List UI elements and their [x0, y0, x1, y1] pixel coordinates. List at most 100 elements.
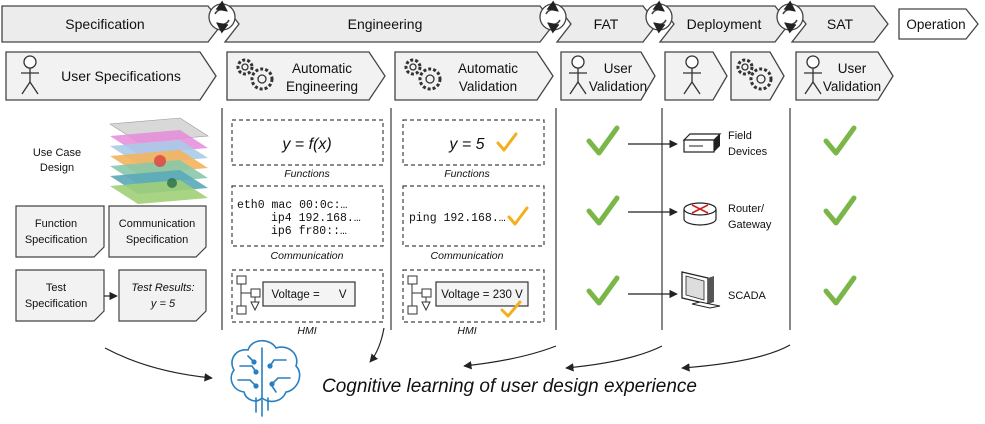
phase-operation-label: Operation — [906, 17, 965, 32]
test-specification-doc: Test Specification — [15, 269, 105, 322]
communication-specification-doc: Communication Specification — [108, 205, 207, 258]
checkmark-icon — [496, 132, 518, 152]
actor-automatic-validation-label-1: Automatic — [458, 61, 518, 76]
column-separators — [221, 108, 791, 330]
phase-deployment: Deployment — [658, 5, 790, 43]
val-functions-box — [402, 119, 545, 166]
field-devices-label-2: Devices — [728, 146, 768, 158]
phase-specification: Specification — [1, 5, 223, 43]
actor-automatic-validation: Automatic Validation — [394, 51, 554, 101]
validation-column: y = 5 Functions ping 192.168.… Communica… — [402, 119, 545, 337]
actor-icon — [21, 55, 39, 95]
val-communication-caption: Communication — [431, 250, 504, 262]
val-hmi-voltage-text: Voltage = 230 V — [441, 289, 523, 301]
communication-box — [231, 185, 384, 247]
gears-icon — [736, 58, 773, 91]
brain-icon — [230, 339, 301, 417]
hierarchy-icon — [236, 275, 261, 315]
test-spec-label-2: Specification — [25, 298, 87, 310]
actor-deployment-automatic — [730, 51, 785, 101]
cycle-icon — [539, 0, 567, 34]
phase-specification-label: Specification — [65, 16, 144, 32]
test-results-label-1: Test Results: — [131, 282, 194, 294]
actor-automatic-validation-label-2: Validation — [459, 79, 517, 94]
fat-column — [586, 125, 620, 306]
function-spec-label-1: Function — [35, 218, 77, 230]
val-hmi-voltage-field — [435, 281, 529, 307]
sat-column — [823, 125, 857, 306]
phase-bar: Specification Engineering FAT Deployment… — [1, 0, 979, 43]
comm-line-1: eth0 mac 00:0c:… — [237, 199, 348, 212]
actor-user-specifications: User Specifications — [5, 51, 217, 101]
monitor-icon — [681, 271, 721, 309]
feedback-arrows — [104, 327, 791, 382]
checkmark-icon — [586, 195, 620, 226]
cycle-icon — [208, 0, 236, 34]
functions-caption: Functions — [284, 168, 330, 180]
comm-line-3: ip6 fr80::… — [271, 225, 347, 238]
phase-deployment-label: Deployment — [687, 16, 762, 32]
deployment-arrows — [628, 139, 678, 299]
engineering-column: y = f(x) Functions eth0 mac 00:0c:… ip4 … — [231, 119, 384, 337]
phase-sat: SAT — [790, 5, 889, 43]
use-case-design-image — [109, 117, 209, 204]
val-hmi-caption: HMI — [457, 325, 476, 337]
checkmark-icon — [586, 275, 620, 306]
val-function-expression: y = 5 — [448, 136, 484, 153]
function-expression: y = f(x) — [281, 136, 331, 153]
router-icon — [683, 202, 717, 226]
cycle-icon — [645, 0, 673, 34]
actor-fat-user-validation: User Validation — [560, 51, 656, 101]
phase-fat-label: FAT — [594, 16, 619, 32]
checkmark-icon — [500, 300, 522, 318]
test-results-doc: Test Results: y = 5 — [118, 269, 207, 322]
function-specification-doc: Function Specification — [15, 205, 105, 258]
field-devices-label-1: Field — [728, 130, 752, 142]
actor-sat-user-validation-label-1: User — [838, 61, 867, 76]
val-functions-caption: Functions — [444, 168, 490, 180]
checkmark-icon — [586, 125, 620, 156]
hmi-voltage-field — [262, 281, 356, 307]
test-spec-label-1: Test — [46, 282, 66, 294]
val-comm-line: ping 192.168.… — [409, 212, 506, 225]
checkmark-icon — [507, 206, 529, 226]
hmi-caption: HMI — [297, 325, 316, 337]
actor-deployment-user — [664, 51, 728, 101]
actor-user-specifications-label: User Specifications — [61, 68, 181, 84]
actor-icon — [804, 55, 822, 95]
comm-line-2: ip4 192.168.… — [271, 212, 361, 225]
actor-fat-user-validation-label-1: User — [604, 61, 633, 76]
spec-column: Use Case Design Function Specification C… — [15, 117, 209, 322]
functions-box — [231, 119, 384, 166]
phase-fat: FAT — [555, 5, 658, 43]
checkmark-icon — [823, 195, 857, 226]
use-case-label-1: Use Case — [33, 147, 81, 159]
phase-operation: Operation — [898, 8, 979, 40]
actor-fat-user-validation-label-2: Validation — [589, 79, 647, 94]
deployment-column: Field Devices Router/ Gateway SCADA — [681, 130, 772, 309]
actor-automatic-engineering: Automatic Engineering — [226, 51, 386, 101]
actor-sat-user-validation-label-2: Validation — [823, 79, 881, 94]
function-spec-label-2: Specification — [25, 234, 87, 246]
actor-automatic-engineering-label-1: Automatic — [292, 61, 352, 76]
communication-caption: Communication — [271, 250, 344, 262]
cognitive-learning-text: Cognitive learning of user design experi… — [322, 376, 697, 397]
comm-spec-label-1: Communication — [119, 218, 195, 230]
router-label-1: Router/ — [728, 203, 765, 215]
phase-sat-label: SAT — [827, 16, 854, 32]
hierarchy-icon — [407, 275, 432, 315]
actor-automatic-engineering-label-2: Engineering — [286, 79, 358, 94]
gears-icon — [404, 58, 442, 91]
checkmark-icon — [823, 125, 857, 156]
server-icon — [682, 133, 722, 153]
scada-label: SCADA — [728, 290, 767, 302]
use-case-label-2: Design — [40, 162, 74, 174]
test-results-label-2: y = 5 — [150, 298, 176, 310]
checkmark-icon — [823, 275, 857, 306]
cycle-icon — [776, 0, 804, 34]
phase-engineering-label: Engineering — [348, 16, 423, 32]
phase-engineering: Engineering — [223, 5, 555, 43]
actor-icon — [683, 55, 701, 95]
actor-icon — [569, 55, 587, 95]
